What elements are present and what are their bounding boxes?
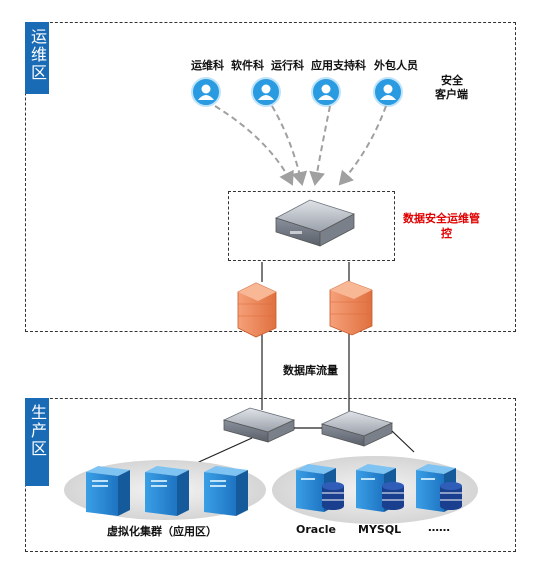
db-label-oracle: Oracle (296, 523, 336, 536)
user-avatar-icon (191, 77, 221, 107)
client-label-line1: 安全 (441, 74, 463, 87)
gateway-box (228, 191, 395, 261)
db-label-mysql: MYSQL (358, 523, 402, 536)
client-label-line2: 客户端 (435, 88, 468, 101)
virtual-cluster-label: 虚拟化集群（应用区） (107, 525, 217, 538)
prod-zone-tag: 生产区 (25, 398, 49, 486)
gateway-label-line1: 数据安全运维管 (403, 212, 480, 225)
ops-zone-tag: 运维区 (25, 22, 49, 94)
prod-zone-label: 生产区 (28, 404, 47, 458)
user-avatar-icon (311, 77, 341, 107)
user-label-operation: 运行科 (271, 59, 304, 72)
gateway-label-line2: 控 (441, 227, 452, 240)
user-avatar-icon (251, 77, 281, 107)
user-label-outsource: 外包人员 (374, 59, 418, 72)
ops-zone-label: 运维区 (28, 28, 47, 82)
user-label-app-support: 应用支持科 (311, 59, 366, 72)
user-avatar-icon (373, 77, 403, 107)
user-label-software: 软件科 (231, 59, 264, 72)
traffic-label: 数据库流量 (283, 364, 338, 377)
user-label-ops: 运维科 (191, 59, 224, 72)
db-label-more: …… (428, 521, 450, 534)
